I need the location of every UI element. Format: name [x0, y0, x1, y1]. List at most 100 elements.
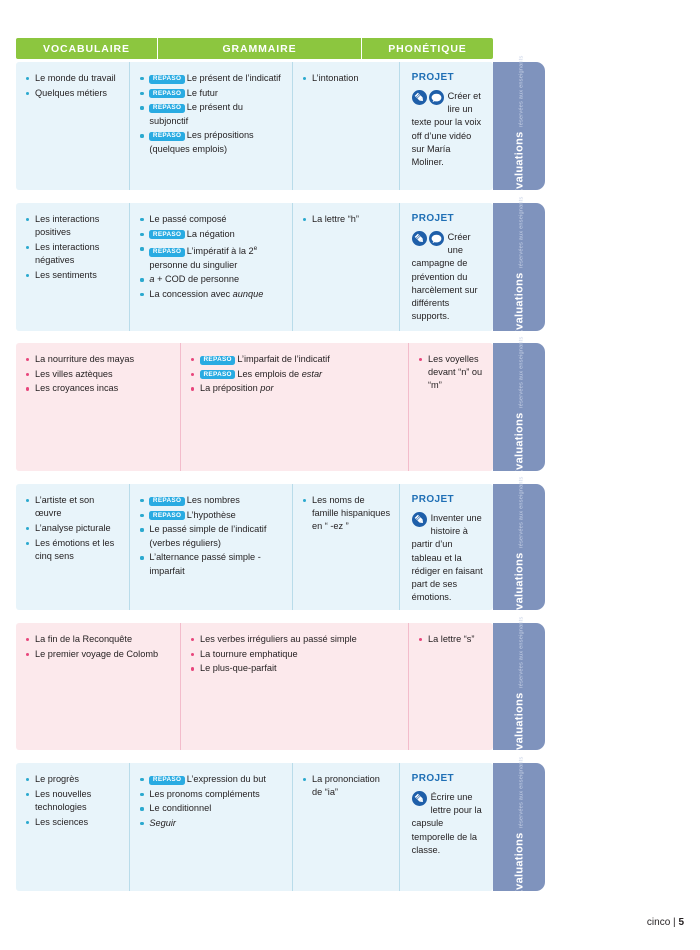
grammaire-item: Les pronoms compléments — [140, 788, 284, 801]
repaso-badge: REPASO — [149, 131, 185, 141]
column-header-grammaire: GRAMMAIRE — [157, 38, 361, 59]
evaluations-tab[interactable]: Évaluations réservées aux enseignants — [493, 616, 545, 757]
evaluations-tab[interactable]: Évaluations réservées aux enseignants — [493, 337, 545, 477]
row-panel: La fin de la Reconquête Le premier voyage… — [16, 623, 493, 750]
projet-icons — [411, 231, 444, 246]
grammaire-item: La tournure emphatique — [191, 648, 400, 661]
vocabulaire-item: Les villes aztèques — [26, 368, 172, 381]
vocabulaire-item: La nourriture des mayas — [26, 353, 172, 366]
vocabulaire-item: L’analyse picturale — [26, 522, 121, 535]
footer-separator: | — [673, 917, 676, 928]
grammaire-item: a + COD de personne — [140, 273, 284, 286]
repaso-badge: REPASO — [149, 230, 185, 240]
cell-phonetique: La lettre “s” — [408, 623, 493, 750]
projet-title: PROJET — [411, 213, 455, 224]
cell-phonetique: La lettre “h” — [291, 203, 399, 331]
projet-icons — [411, 791, 427, 806]
cell-vocabulaire: La fin de la Reconquête Le premier voyage… — [16, 623, 180, 750]
grammaire-item: Les verbes irréguliers au passé simple — [191, 633, 400, 646]
cell-projet: PROJET Inventer une histoire à partir d’… — [398, 484, 493, 610]
cell-phonetique: Les voyelles devant “n” ou “m” — [408, 343, 493, 471]
pencil-icon — [411, 231, 427, 246]
vocabulaire-item: Le premier voyage de Colomb — [26, 648, 172, 661]
vocabulaire-item: Les émotions et les cinq sens — [26, 537, 121, 563]
vocabulaire-list: La fin de la Reconquête Le premier voyage… — [26, 633, 172, 661]
phonetique-item: Les noms de famille hispaniques en “ -ez… — [302, 494, 391, 534]
evaluations-title: Évaluations — [513, 272, 525, 338]
pencil-icon — [411, 791, 427, 806]
vocabulaire-item: Les interactions positives — [26, 213, 121, 239]
grammaire-item: La préposition por — [191, 382, 400, 395]
phonetique-list: L’intonation — [302, 72, 391, 85]
grammaire-item: Le plus-que-parfait — [191, 662, 400, 675]
evaluations-tab[interactable]: Évaluations réservées aux enseignants — [493, 197, 545, 337]
pencil-icon — [411, 90, 427, 105]
vocabulaire-item: Les interactions négatives — [26, 241, 121, 267]
repaso-badge: REPASO — [149, 511, 185, 521]
phonetique-item: Les voyelles devant “n” ou “m” — [419, 353, 485, 393]
repaso-badge: REPASO — [200, 355, 236, 365]
repaso-badge: REPASO — [149, 74, 185, 84]
column-header-phonetique: PHONÉTIQUE — [361, 38, 493, 59]
phonetique-list: Les voyelles devant “n” ou “m” — [419, 353, 485, 393]
vocabulaire-item: Le monde du travail — [26, 72, 121, 85]
evaluations-subtitle: réservées aux enseignants — [518, 336, 524, 409]
cell-phonetique: La prononciation de “ia” — [291, 763, 399, 891]
vocabulaire-item: La fin de la Reconquête — [26, 633, 172, 646]
repaso-badge: REPASO — [149, 248, 185, 258]
phonetique-item: La lettre “s” — [419, 633, 485, 646]
evaluations-title: Évaluations — [513, 412, 525, 478]
vocabulaire-item: Les sentiments — [26, 269, 121, 282]
evaluations-tab[interactable]: Évaluations réservées aux enseignants — [493, 56, 545, 196]
grammaire-item: Le conditionnel — [140, 802, 284, 815]
evaluations-tab[interactable]: Évaluations réservées aux enseignants — [493, 477, 545, 617]
projet-icons — [411, 90, 444, 105]
projet-title: PROJET — [411, 494, 455, 505]
vocabulaire-item: Les croyances incas — [26, 382, 172, 395]
cell-phonetique: Les noms de famille hispaniques en “ -ez… — [291, 484, 399, 610]
evaluations-subtitle: réservées aux enseignants — [518, 476, 524, 549]
grammaire-item: Seguir — [140, 817, 284, 830]
evaluations-title: Évaluations — [513, 552, 525, 618]
projet-icons — [411, 512, 427, 527]
vocabulaire-item: Quelques métiers — [26, 87, 121, 100]
phonetique-item: L’intonation — [302, 72, 391, 85]
phonetique-list: La lettre “h” — [302, 213, 391, 226]
evaluations-title: Évaluations — [513, 131, 525, 197]
evaluations-subtitle: réservées aux enseignants — [518, 616, 524, 688]
phonetique-list: Les noms de famille hispaniques en “ -ez… — [302, 494, 391, 534]
phonetique-list: La prononciation de “ia” — [302, 773, 391, 799]
vocabulaire-item: Le progrès — [26, 773, 121, 786]
evaluations-tab[interactable]: Évaluations réservées aux enseignants — [493, 757, 545, 897]
projet-title: PROJET — [411, 773, 455, 784]
